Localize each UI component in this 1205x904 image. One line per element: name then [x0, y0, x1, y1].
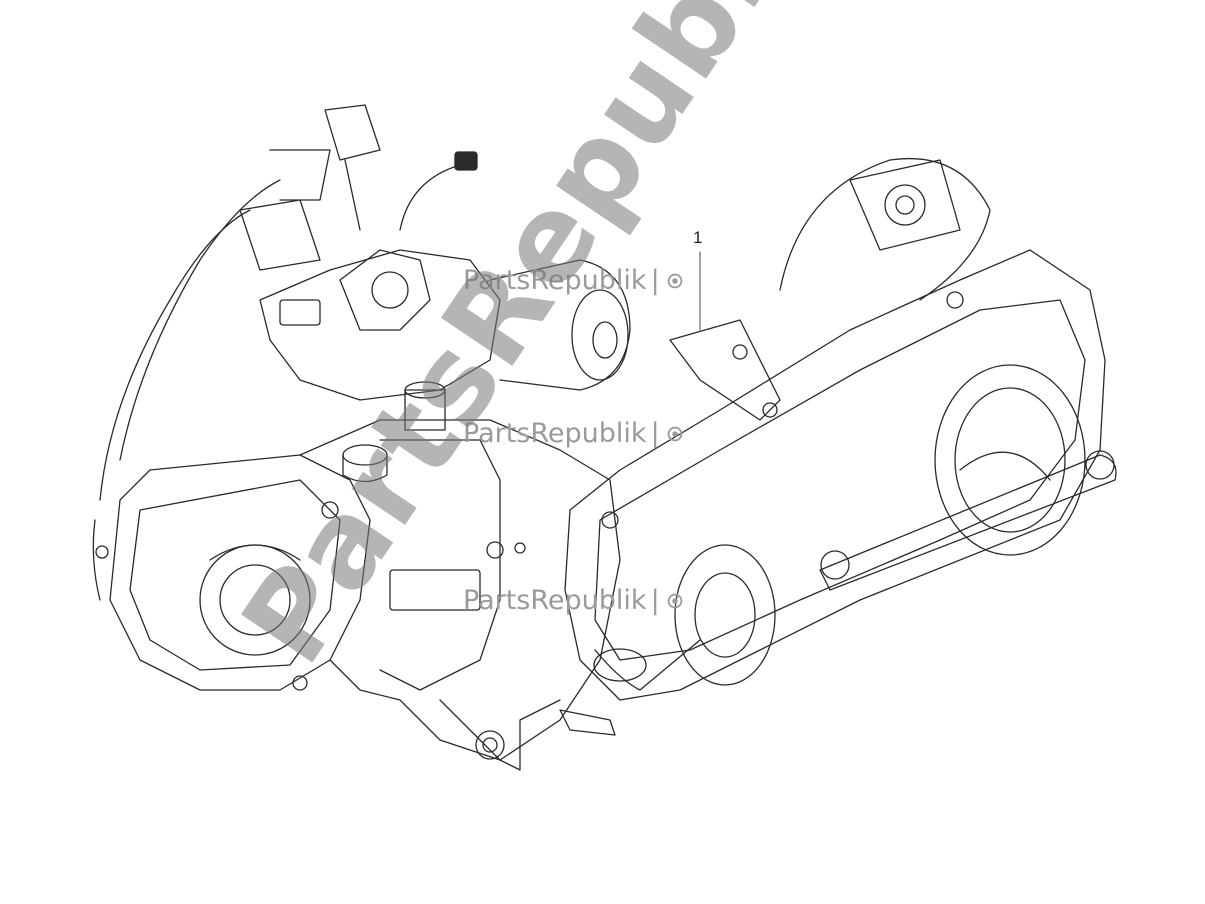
watermark-brand-text: PartsRepublik	[463, 585, 647, 616]
gear-icon	[667, 593, 683, 609]
gear-icon	[667, 426, 683, 442]
cvt-cover	[564, 249, 1106, 701]
watermark-brand-text: PartsRepublik	[463, 265, 647, 296]
crankcase	[299, 419, 621, 761]
gear-icon	[667, 273, 683, 289]
axle-rod	[819, 454, 1117, 591]
rear-mount	[779, 157, 991, 301]
watermark-separator: |	[650, 418, 660, 449]
callout-label-1: 1	[693, 228, 703, 247]
watermark-row-2: PartsRepublik|	[463, 418, 686, 449]
watermark-separator: |	[650, 585, 660, 616]
intake-manifold	[259, 249, 501, 401]
cylinder-head-cover	[109, 454, 371, 691]
cylinder-head-cover-inner	[129, 479, 341, 671]
starter-motor	[489, 259, 631, 391]
watermark-brand-text: PartsRepublik	[463, 418, 647, 449]
watermark-row-3: PartsRepublik|	[463, 585, 686, 616]
watermark-row-1: PartsRepublik|	[463, 265, 686, 296]
watermark-separator: |	[650, 265, 660, 296]
